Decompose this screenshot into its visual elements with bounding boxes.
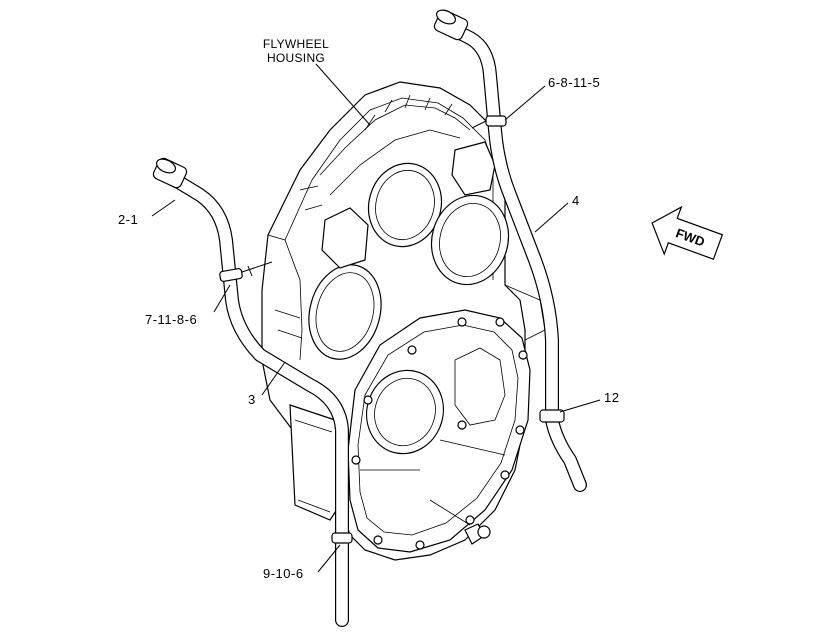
leader-lines: [151, 63, 601, 573]
tube-left: [152, 157, 353, 627]
fwd-arrow: FWD: [651, 205, 724, 260]
label-2-1: 2-1: [118, 212, 138, 227]
label-9-10-6: 9-10-6: [263, 566, 304, 581]
label-flywheel-housing-2: HOUSING: [267, 51, 325, 65]
label-6-8-11-5: 6-8-11-5: [548, 75, 600, 90]
callout-labels: FLYWHEEL HOUSING 2-1 7-11-8-6 3 9-10-6 6…: [118, 37, 619, 581]
flywheel-housing: [261, 81, 546, 561]
label-3: 3: [248, 392, 256, 407]
tube-right: [433, 9, 587, 492]
label-4: 4: [572, 193, 580, 208]
label-7-11-8-6: 7-11-8-6: [145, 312, 197, 327]
label-flywheel-housing-1: FLYWHEEL: [263, 37, 329, 51]
label-12: 12: [604, 390, 619, 405]
